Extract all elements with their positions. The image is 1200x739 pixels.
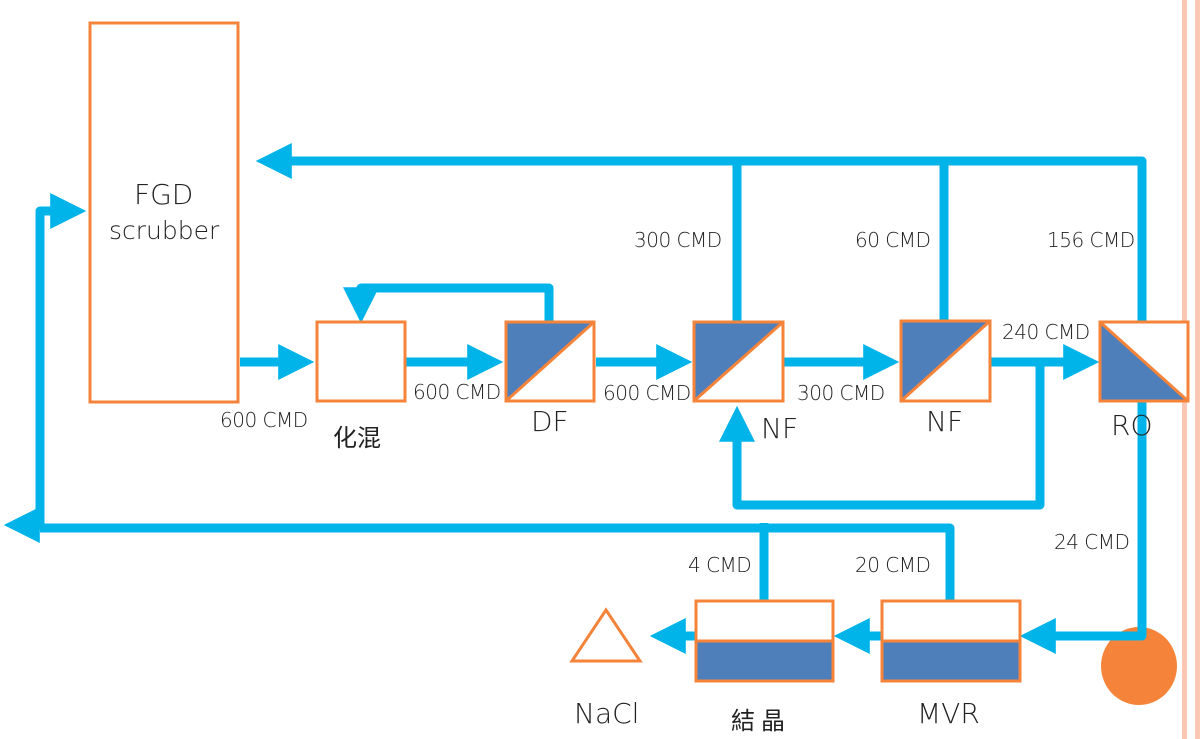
side-rule-outer	[1195, 0, 1200, 739]
mvr-unit	[880, 599, 1022, 683]
mixing-tank-label: 化混	[333, 424, 381, 452]
nacl-product-icon	[569, 607, 643, 663]
flow-nf2-permeate: 60 CMD	[855, 228, 931, 252]
fgd-scrubber-unit	[88, 21, 240, 404]
nf1-membrane-unit	[692, 320, 785, 403]
crystallizer-unit	[694, 599, 835, 683]
pipe-pump-overlay	[1100, 600, 1147, 641]
nf1-label: NF	[761, 412, 799, 445]
fgd-label-line1: FGD	[134, 178, 194, 211]
fgd-label-line2: scrubber	[109, 216, 220, 245]
nf2-label: NF	[926, 405, 964, 438]
df-label: DF	[531, 405, 569, 438]
flow-nf1-permeate: 300 CMD	[634, 228, 722, 252]
pipe-recycle-header	[255, 143, 1147, 322]
ro-membrane-unit	[1098, 320, 1190, 403]
flow-ro-permeate: 156 CMD	[1047, 228, 1135, 252]
mvr-label: MVR	[917, 697, 980, 730]
mixing-tank-unit	[315, 320, 407, 403]
pump-icon	[1101, 627, 1177, 705]
ro-label: RO	[1111, 409, 1153, 442]
crystallizer-label: 結晶	[731, 707, 791, 735]
flow-nf1-to-nf2: 300 CMD	[797, 381, 885, 405]
flow-df-to-nf1: 600 CMD	[603, 381, 691, 405]
flow-fgd-to-mix: 600 CMD	[220, 408, 308, 432]
nacl-label: NaCl	[574, 697, 640, 730]
pipe-nf2-recycle	[719, 362, 1045, 510]
pipe-mvr-vapor	[40, 523, 955, 600]
df-membrane-unit	[504, 320, 596, 403]
pipe-df-recycle	[343, 283, 554, 324]
nf2-membrane-unit	[899, 319, 992, 403]
flow-ro-concentrate: 24 CMD	[1054, 530, 1130, 554]
flow-mvr-vapor: 20 CMD	[855, 553, 931, 577]
flow-mix-to-df: 600 CMD	[413, 380, 501, 404]
flow-crystallizer-vapor: 4 CMD	[688, 553, 752, 577]
flow-nf2-to-ro: 240 CMD	[1002, 320, 1090, 344]
pipe-return-to-fgd	[35, 193, 87, 528]
